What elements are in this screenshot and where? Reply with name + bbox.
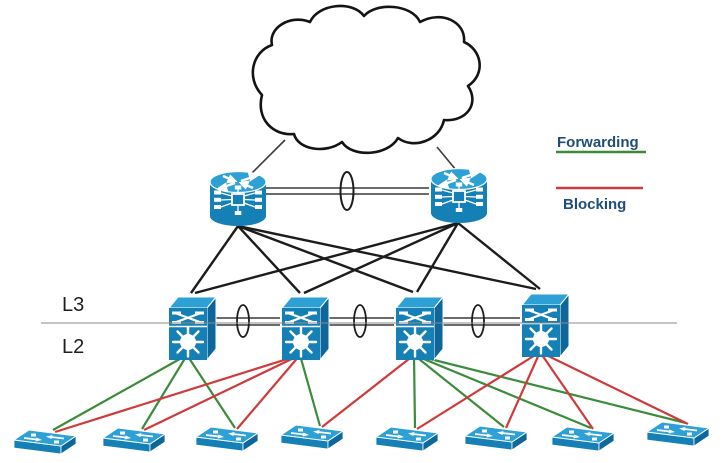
link-core2-dist2 (303, 221, 459, 295)
link-fwd-dist1-access3 (186, 354, 236, 429)
link-blk-dist4-access6 (504, 351, 542, 429)
link-fwd-dist3-access7 (413, 353, 592, 430)
access-switch-4 (280, 424, 344, 450)
legend-blocking-label: Blocking (563, 196, 626, 213)
link-blk-dist4-access7 (539, 351, 594, 430)
forwarding-links (52, 353, 687, 431)
link-blk-dist2-access1 (54, 353, 301, 434)
layer3-label: L3 (62, 294, 84, 316)
etherchannel-ellipse (339, 171, 355, 211)
link-core1-dist4 (237, 224, 537, 291)
core-router-2 (429, 167, 489, 225)
access-switch-5 (375, 426, 439, 452)
link-blk-dist2-access2 (143, 354, 301, 431)
etherchannel-ellipse (236, 304, 250, 338)
distribution-switch-1 (167, 295, 218, 362)
distribution-etherchannels (214, 304, 520, 338)
access-switch-1 (13, 429, 77, 455)
internet-cloud (251, 4, 481, 155)
link-blk-dist3-access4 (321, 354, 415, 428)
distribution-switch-3 (394, 295, 445, 362)
link-core2-dist1 (194, 221, 459, 295)
link-core2-dist3 (415, 222, 460, 293)
blocking-links (54, 351, 689, 434)
link-core1-dist1 (190, 225, 239, 294)
link-blk-dist4-access8 (539, 351, 689, 425)
link-core1-dist2 (237, 225, 301, 294)
etherchannel-ellipse (353, 304, 367, 338)
legend: Forwarding Blocking (556, 134, 646, 213)
access-switch-8 (646, 421, 710, 447)
link-fwd-dist3-access5 (412, 354, 417, 429)
link-blk-dist2-access3 (236, 354, 301, 430)
access-switch-2 (102, 427, 166, 453)
layer2-label: L2 (62, 336, 84, 358)
link-cloud-core1 (249, 139, 286, 176)
access-switch-6 (464, 425, 528, 451)
link-blk-dist4-access5 (416, 351, 541, 430)
link-fwd-dist3-access8 (413, 353, 687, 425)
link-fwd-dist1-access1 (52, 354, 188, 431)
core-distribution-mesh (190, 221, 541, 295)
link-fwd-dist1-access2 (141, 354, 188, 430)
access-switch-7 (551, 426, 615, 452)
link-core2-dist4 (457, 222, 541, 290)
core-router-1 (208, 170, 268, 228)
core-etherchannel (266, 171, 429, 211)
legend-forwarding-label: Forwarding (557, 134, 639, 151)
distribution-switch-4 (520, 292, 571, 359)
link-fwd-dist2-access4 (298, 354, 322, 427)
etherchannel-ellipse (471, 304, 485, 338)
cloud-links (249, 139, 457, 176)
distribution-switch-2 (280, 295, 331, 362)
link-fwd-dist3-access6 (413, 354, 505, 428)
link-cloud-core2 (436, 146, 457, 171)
access-switch-3 (195, 426, 259, 452)
